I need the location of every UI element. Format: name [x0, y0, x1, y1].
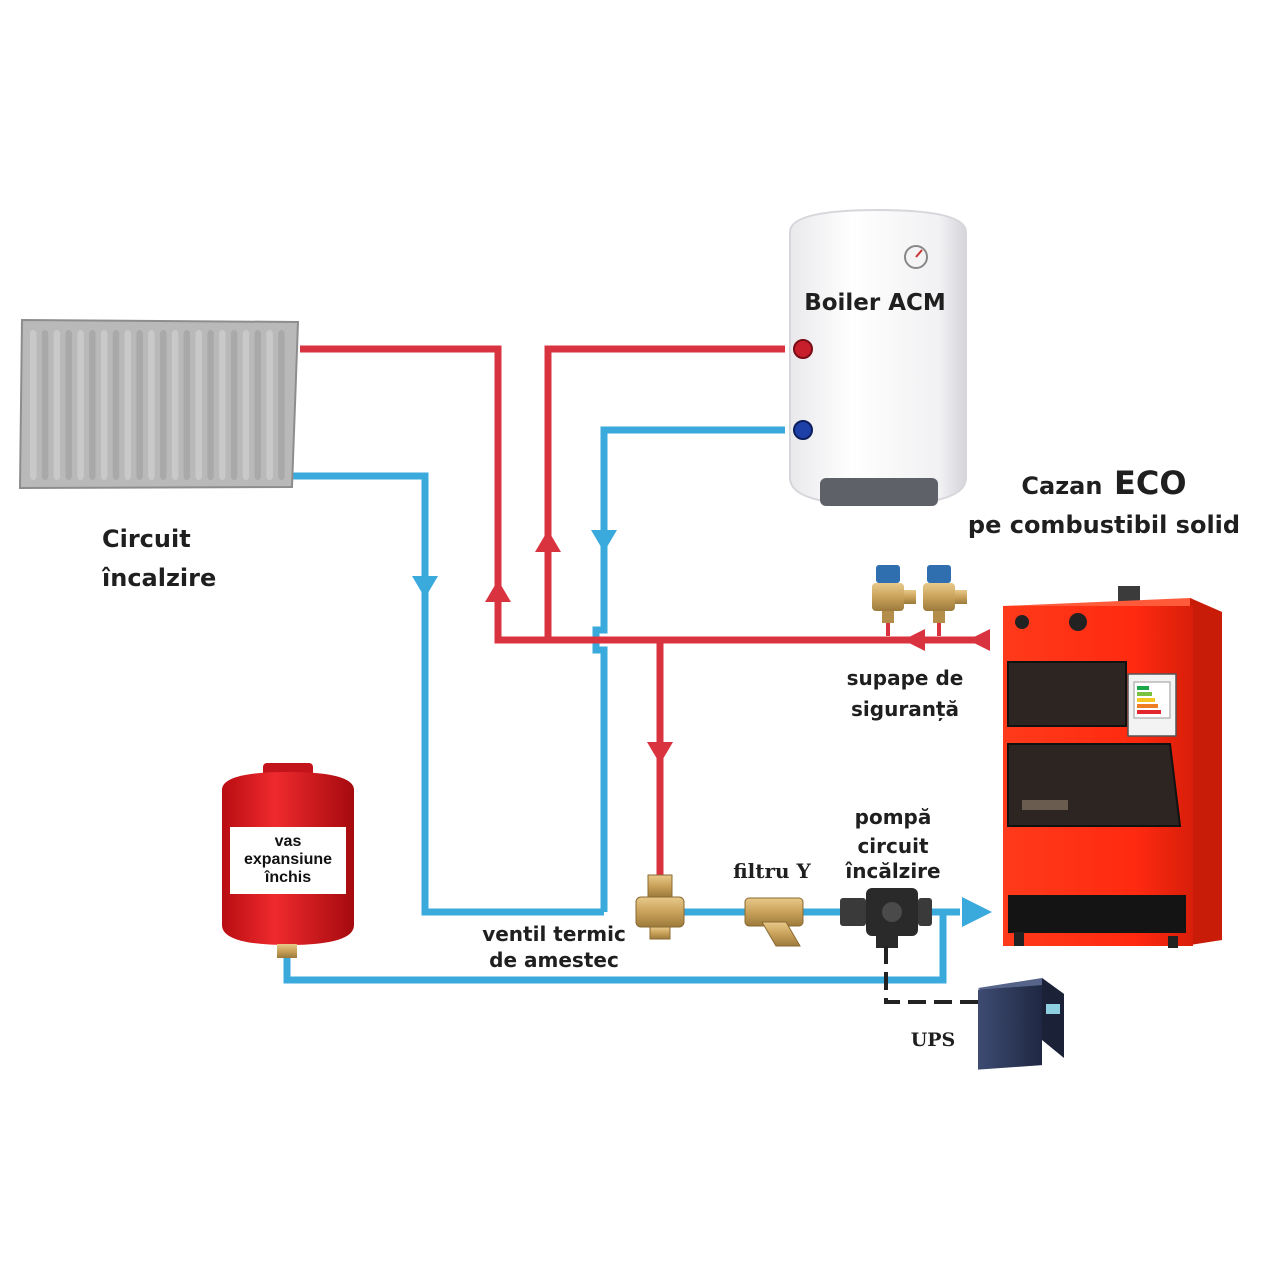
radiator-fin [30, 330, 37, 480]
boiler-body [789, 208, 967, 507]
cazan-label-line2: pe combustibil solid [968, 511, 1240, 539]
radiator-fin [266, 330, 273, 480]
ventil-label-line1: ventil termic [482, 922, 626, 946]
radiator-fin [53, 330, 61, 480]
radiator-fin [148, 330, 155, 480]
hot-outlet-icon [793, 339, 813, 359]
cazan-label-line1: Cazan ECO [1021, 464, 1186, 502]
pompa-label-line3: încălzire [844, 859, 940, 883]
flow-arrow-up-icon [535, 530, 561, 552]
circuit-label-line1: Circuit [102, 525, 191, 553]
energy-bar-4 [1137, 704, 1158, 708]
pompa-label-line2: circuit [857, 834, 929, 858]
y-filter [744, 897, 804, 947]
vessel-label-box [230, 827, 346, 894]
radiator-fin [136, 330, 143, 480]
flow-arrow-right-icon [962, 897, 992, 927]
radiator-fin [100, 330, 108, 480]
safety-valve-2 [923, 565, 967, 636]
energy-bar-1 [1137, 686, 1149, 690]
circuit-label-line2: încalzire [101, 564, 216, 592]
flow-arrow-down-icon [591, 530, 617, 552]
supape-label-line1: supape de [847, 666, 964, 690]
radiator-fin [183, 330, 191, 480]
radiator-fin [254, 330, 261, 480]
ups-label: UPS [911, 1029, 956, 1051]
cazan-foot-left [1014, 932, 1024, 946]
thermostatic-mixing-valve [635, 874, 685, 940]
thermometer-needle [915, 249, 923, 258]
cazan-upper-door [1007, 661, 1127, 727]
safety-valve-1 [872, 565, 916, 636]
radiator-fin [77, 330, 84, 480]
boiler-base [820, 478, 938, 506]
energy-bar-2 [1137, 692, 1152, 696]
expansion-vessel [222, 763, 354, 958]
cold-inlet-icon [793, 420, 813, 440]
energy-bar-3 [1137, 698, 1155, 702]
hot-water-boiler [789, 208, 967, 507]
cazan-chimney [1118, 586, 1140, 604]
radiator [18, 318, 300, 490]
radiator-return-pipe [292, 472, 604, 916]
cold-pipes [283, 426, 960, 984]
radiator-fin [41, 330, 49, 480]
safety-valves [872, 565, 967, 636]
flow-arrow-down-icon [647, 742, 673, 764]
radiator-supply-pipe [300, 345, 990, 644]
boiler-supply-pipe [544, 345, 785, 640]
solid-fuel-boiler [1003, 586, 1222, 948]
vas-label-line1: vas [275, 833, 302, 850]
circulation-pump [840, 888, 932, 948]
radiator-fin [89, 330, 96, 480]
pompa-label-line1: pompă [855, 805, 932, 829]
expansion-vessel-pipe [283, 912, 947, 984]
radiator-fin [112, 330, 120, 480]
radiator-fin [160, 330, 167, 480]
cazan-foot-right [1168, 936, 1178, 948]
ups-power-cable [884, 946, 982, 1004]
ups-unit [978, 978, 1064, 1070]
vas-label-line3: închis [264, 869, 311, 886]
radiator-fin [242, 330, 250, 480]
radiator-fin [230, 330, 238, 480]
radiator-fin [219, 330, 226, 480]
flow-arrow-down-icon [412, 576, 438, 598]
cazan-lower-door [1007, 743, 1182, 827]
radiator-fin [171, 330, 179, 480]
supape-label-line2: siguranță [851, 697, 959, 721]
radiator-fin [195, 330, 202, 480]
ups-display [1046, 1004, 1060, 1014]
flow-arrows [412, 530, 992, 927]
boiler-return-pipe [592, 426, 785, 912]
radiator-fin [207, 330, 214, 480]
radiator-fin [278, 330, 285, 480]
radiator-fin [65, 330, 72, 480]
flow-arrow-left-icon [968, 629, 990, 651]
flow-arrow-up-icon [485, 580, 511, 602]
radiator-fins [30, 330, 285, 480]
vas-label-line2: expansiune [244, 851, 332, 868]
cazan-knob-icon [1015, 615, 1029, 629]
labels: Boiler ACM Circuit încalzire Cazan ECO p… [101, 290, 1240, 1051]
cazan-logo-icon [1069, 613, 1087, 631]
cazan-plate [1022, 800, 1068, 810]
filtru-label: filtru Y [733, 859, 811, 883]
cazan-ash-drawer [1008, 895, 1186, 933]
radiator-fin [124, 330, 131, 480]
boiler-label: Boiler ACM [804, 290, 946, 316]
ventil-label-line2: de amestec [489, 948, 619, 972]
cazan-side [1190, 598, 1222, 945]
energy-bar-5 [1137, 710, 1161, 714]
flow-arrow-left-icon [903, 629, 925, 651]
